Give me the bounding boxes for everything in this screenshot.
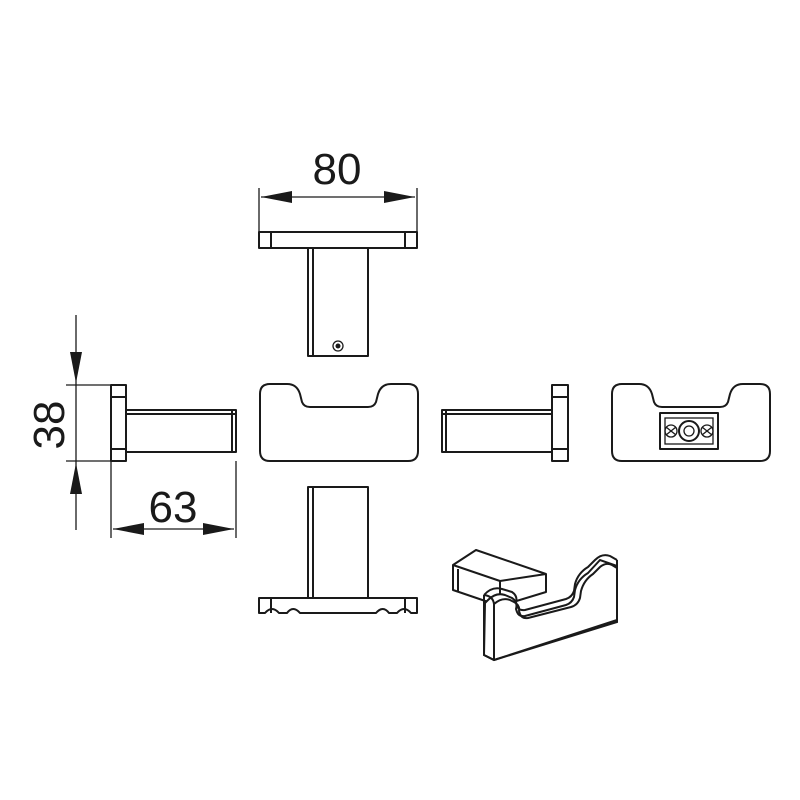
arrow-icon (113, 523, 144, 535)
arrow-icon (384, 191, 415, 203)
bottom-view (258, 486, 418, 614)
height-dimension-label: 38 (25, 401, 74, 450)
isometric-view (452, 549, 618, 662)
width-dimension: 80 (258, 145, 418, 232)
arrow-icon (203, 523, 234, 535)
right-side-view (441, 384, 569, 462)
front-view (259, 383, 419, 462)
arrow-icon (70, 463, 82, 494)
height-dimension: 38 (25, 315, 126, 530)
depth-dimension: 63 (110, 461, 237, 538)
arrow-icon (70, 352, 82, 383)
depth-dimension-label: 63 (149, 483, 198, 532)
width-dimension-label: 80 (313, 145, 362, 194)
back-view (611, 383, 771, 462)
arrow-icon (261, 191, 292, 203)
left-side-view (110, 384, 237, 462)
top-view (258, 231, 418, 357)
